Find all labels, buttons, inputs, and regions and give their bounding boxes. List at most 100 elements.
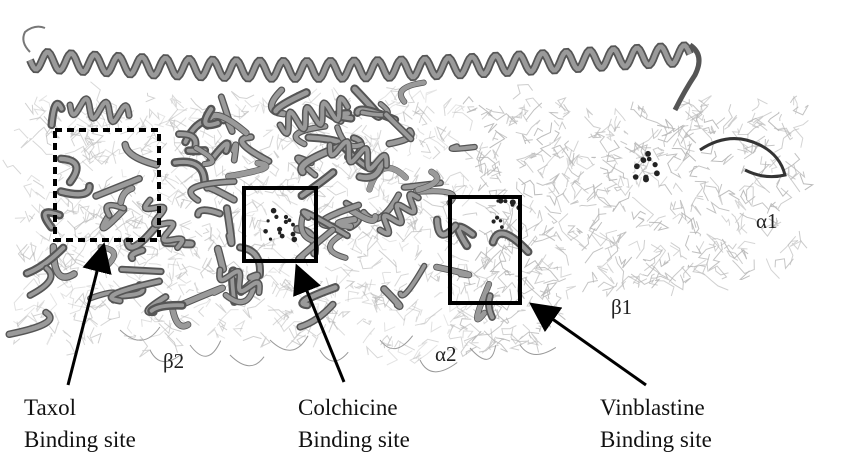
residue-stick: [338, 311, 349, 317]
residue-stick: [18, 244, 27, 261]
residue-stick: [463, 97, 473, 104]
residue-stick: [59, 174, 64, 181]
residue-stick: [348, 291, 358, 302]
residue-stick: [173, 99, 184, 108]
residue-stick: [562, 173, 570, 187]
residue-stick: [170, 99, 187, 111]
residue-stick: [325, 267, 350, 277]
residue-stick: [393, 260, 401, 273]
ribbon-strand: [452, 146, 475, 148]
residue-stick: [105, 271, 108, 278]
residue-stick: [766, 259, 779, 279]
residue-stick: [450, 172, 469, 181]
vinblastine-caption-line2: Binding site: [600, 424, 712, 456]
residue-stick: [372, 258, 383, 267]
beta2-label: β2: [163, 349, 184, 373]
ribbon-strand-shadow: [175, 162, 205, 182]
residue-stick: [673, 183, 682, 192]
residue-stick: [87, 327, 94, 343]
ribbon-strand: [9, 313, 50, 335]
residue-stick: [502, 243, 513, 261]
residue-stick: [450, 254, 468, 261]
residue-stick: [513, 85, 533, 100]
residue-stick: [530, 200, 536, 214]
residue-stick: [472, 331, 481, 342]
residue-stick: [421, 136, 435, 144]
residue-stick: [559, 122, 566, 130]
colchicine-caption-line1: Colchicine: [298, 392, 410, 424]
residue-stick: [126, 211, 142, 228]
ribbon-strand: [122, 269, 161, 271]
residue-stick: [659, 185, 672, 195]
residue-stick: [577, 228, 583, 234]
residue-stick: [186, 290, 194, 293]
residue-stick: [152, 173, 156, 182]
residue-stick: [554, 302, 561, 311]
residue-stick: [572, 178, 582, 199]
ligand-atom: [633, 174, 639, 180]
residue-stick: [263, 130, 272, 137]
residue-stick: [783, 153, 800, 171]
residue-stick: [688, 107, 690, 119]
residue-stick: [3, 160, 21, 174]
residue-stick: [214, 130, 221, 146]
residue-stick: [231, 91, 254, 100]
ligand-atom: [277, 227, 282, 232]
residue-stick: [277, 134, 282, 149]
ligand-atom: [288, 218, 292, 222]
residue-stick: [538, 165, 548, 179]
ligand-atom: [499, 219, 502, 222]
residue-stick: [55, 312, 60, 323]
residue-stick: [794, 120, 809, 147]
residue-stick: [632, 197, 653, 221]
residue-stick: [692, 96, 712, 112]
residue-stick: [493, 132, 507, 141]
residue-stick: [484, 124, 497, 133]
vinblastine-caption: Vinblastine Binding site: [600, 392, 712, 456]
residue-stick: [113, 281, 122, 288]
residue-stick: [537, 123, 552, 146]
residue-stick: [14, 129, 28, 138]
residue-stick: [276, 289, 289, 297]
beta1-label: β1: [611, 295, 632, 319]
residue-stick: [788, 167, 800, 192]
residue-stick: [339, 269, 353, 284]
ligand-atom: [510, 199, 516, 205]
residue-stick: [195, 231, 202, 237]
residue-stick: [78, 233, 82, 234]
residue-stick: [761, 161, 766, 175]
ligand-atom: [292, 237, 298, 243]
ligand-atom: [263, 229, 268, 234]
residue-stick: [536, 326, 541, 332]
ligand-atom: [643, 175, 648, 180]
residue-stick: [774, 128, 791, 136]
ligand-atom: [291, 232, 296, 237]
ligand-atom: [500, 225, 504, 229]
residue-stick: [723, 156, 733, 165]
residue-stick: [25, 103, 33, 114]
residue-stick: [415, 245, 422, 260]
residue-stick: [594, 189, 610, 198]
residue-stick: [522, 135, 533, 144]
residue-stick: [377, 241, 387, 250]
residue-stick: [317, 281, 322, 288]
residue-stick: [407, 143, 411, 156]
ligand-atom: [271, 208, 277, 214]
residue-stick: [453, 106, 464, 118]
residue-stick: [579, 205, 596, 207]
residue-stick: [216, 303, 227, 313]
residue-stick: [33, 141, 53, 155]
residue-stick: [624, 131, 628, 135]
residue-stick: [367, 347, 383, 358]
residue-stick: [534, 128, 543, 136]
residue-stick: [399, 243, 408, 252]
ligand-atom: [641, 157, 647, 163]
residue-stick: [619, 256, 632, 268]
residue-stick: [80, 206, 89, 214]
residue-stick: [307, 195, 314, 206]
ligand-atom: [654, 170, 660, 176]
residue-stick: [500, 311, 519, 327]
residue-stick: [543, 283, 557, 298]
ligand-atom: [634, 163, 640, 169]
residue-stick: [194, 283, 204, 293]
